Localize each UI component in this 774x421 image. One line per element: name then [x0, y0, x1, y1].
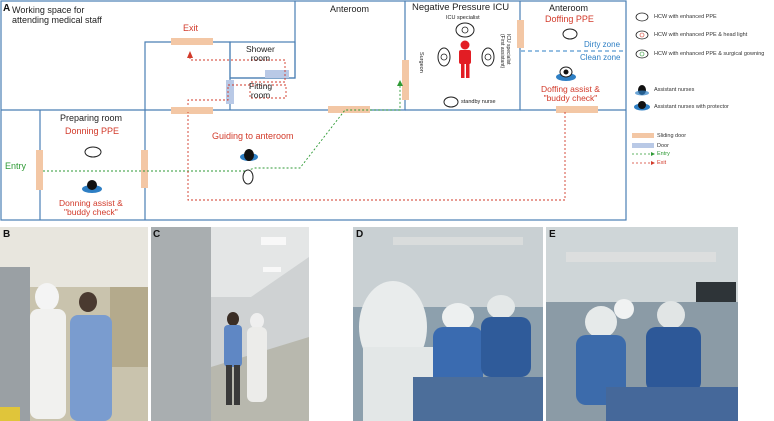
entry-arrow-head [651, 152, 655, 156]
hcw-head-light-icon [635, 30, 649, 40]
exit-arrowhead [187, 51, 193, 58]
legend-label: Assistant nurses with protector [654, 104, 729, 110]
surgeon-label: Surgeon [418, 52, 424, 73]
sliding-door-swatch [632, 133, 654, 138]
guiding-to-anteroom-label: Guiding to anteroom [212, 131, 294, 141]
legend-label: Door [657, 143, 669, 149]
exit-label: Exit [183, 23, 199, 33]
assistant-nurse-protector-icon [556, 66, 576, 81]
doffing-ppe-label: Doffing PPE [545, 14, 594, 24]
exit-path-upper [187, 55, 287, 105]
donning-assist-label: Donning assist & "buddy check" [59, 198, 123, 218]
shower-room-wall [229, 41, 296, 79]
preparing-room-label: Preparing room [60, 113, 123, 123]
hcw-head-light-icon [455, 22, 475, 38]
panel-letter-b: B [3, 229, 11, 240]
donning-ppe-label: Donning PPE [65, 126, 120, 136]
assistant-nurse-icon [635, 85, 649, 96]
hcw-enhanced-ppe-icon [84, 146, 102, 158]
sliding-door [36, 150, 43, 190]
legend-label: HCW with enhanced PPE & surgical gowning [654, 51, 765, 57]
legend-label: Entry [657, 151, 670, 157]
standby-nurse-label: standby nurse [461, 99, 496, 105]
legend-label: Sliding door [657, 133, 687, 139]
photo-icu-procedure-2 [546, 227, 738, 421]
panel-letter-a: A [3, 3, 11, 14]
dirty-zone-label: Dirty zone [584, 40, 621, 49]
hcw-enhanced-ppe-icon [242, 169, 254, 185]
corridor-wall [145, 1, 406, 111]
doffing-assist-label: Doffing assist & "buddy check" [541, 84, 600, 104]
hcw-gowning-icon [437, 47, 451, 67]
hcw-enhanced-ppe-icon [562, 28, 578, 40]
sliding-door [517, 20, 524, 48]
hcw-gowning-icon [481, 47, 495, 67]
sliding-door [141, 150, 148, 188]
assistant-nurse-protector-icon [240, 149, 258, 161]
icu-specialist-label: ICU specialist [446, 15, 480, 21]
working-space-title: Working space for attending medical staf… [12, 5, 102, 25]
sliding-door [171, 38, 213, 45]
sliding-door [556, 106, 598, 113]
fitting-room-label: Fitting room [249, 81, 273, 101]
exit-path-lower [187, 112, 566, 201]
panel-letter-e: E [549, 229, 556, 240]
icu-title: Negative Pressure ICU [412, 2, 510, 13]
legend-label: HCW with enhanced PPE & head light [654, 32, 748, 38]
patient-figure-icon [459, 40, 471, 78]
exit-arrow-head [651, 161, 655, 165]
door-swatch [632, 143, 654, 148]
hcw-enhanced-ppe-icon [635, 12, 649, 22]
photo-icu-procedure-1 [353, 227, 543, 421]
anteroom-top-label: Anteroom [330, 4, 370, 14]
door [226, 80, 234, 104]
sliding-door [402, 60, 409, 100]
panel-letter-c: C [153, 229, 161, 240]
assistant-nurse-protector-icon [634, 101, 650, 111]
door [265, 70, 289, 78]
panel-letter-d: D [356, 229, 364, 240]
legend-label: Exit [657, 160, 667, 166]
anteroom-right-label: Anteroom [549, 3, 589, 13]
legend-label: Assistant nurses [654, 87, 695, 93]
entry-arrowhead [397, 80, 403, 86]
sliding-door [328, 106, 370, 113]
legend-label: HCW with enhanced PPE [654, 14, 717, 20]
entry-label: Entry [5, 161, 27, 171]
clean-zone-label: Clean zone [580, 53, 621, 62]
sliding-door [171, 107, 213, 114]
assistant-nurse-protector-icon [82, 180, 102, 193]
hcw-gowning-icon [635, 49, 649, 59]
shower-room-label: Shower room [246, 44, 275, 64]
photo-donning-assist [0, 227, 148, 421]
hcw-enhanced-ppe-icon [443, 96, 459, 108]
icu-specialist-first-assistant-label: ICU specialist (First assistant) [499, 34, 512, 69]
photo-corridor [151, 227, 309, 421]
